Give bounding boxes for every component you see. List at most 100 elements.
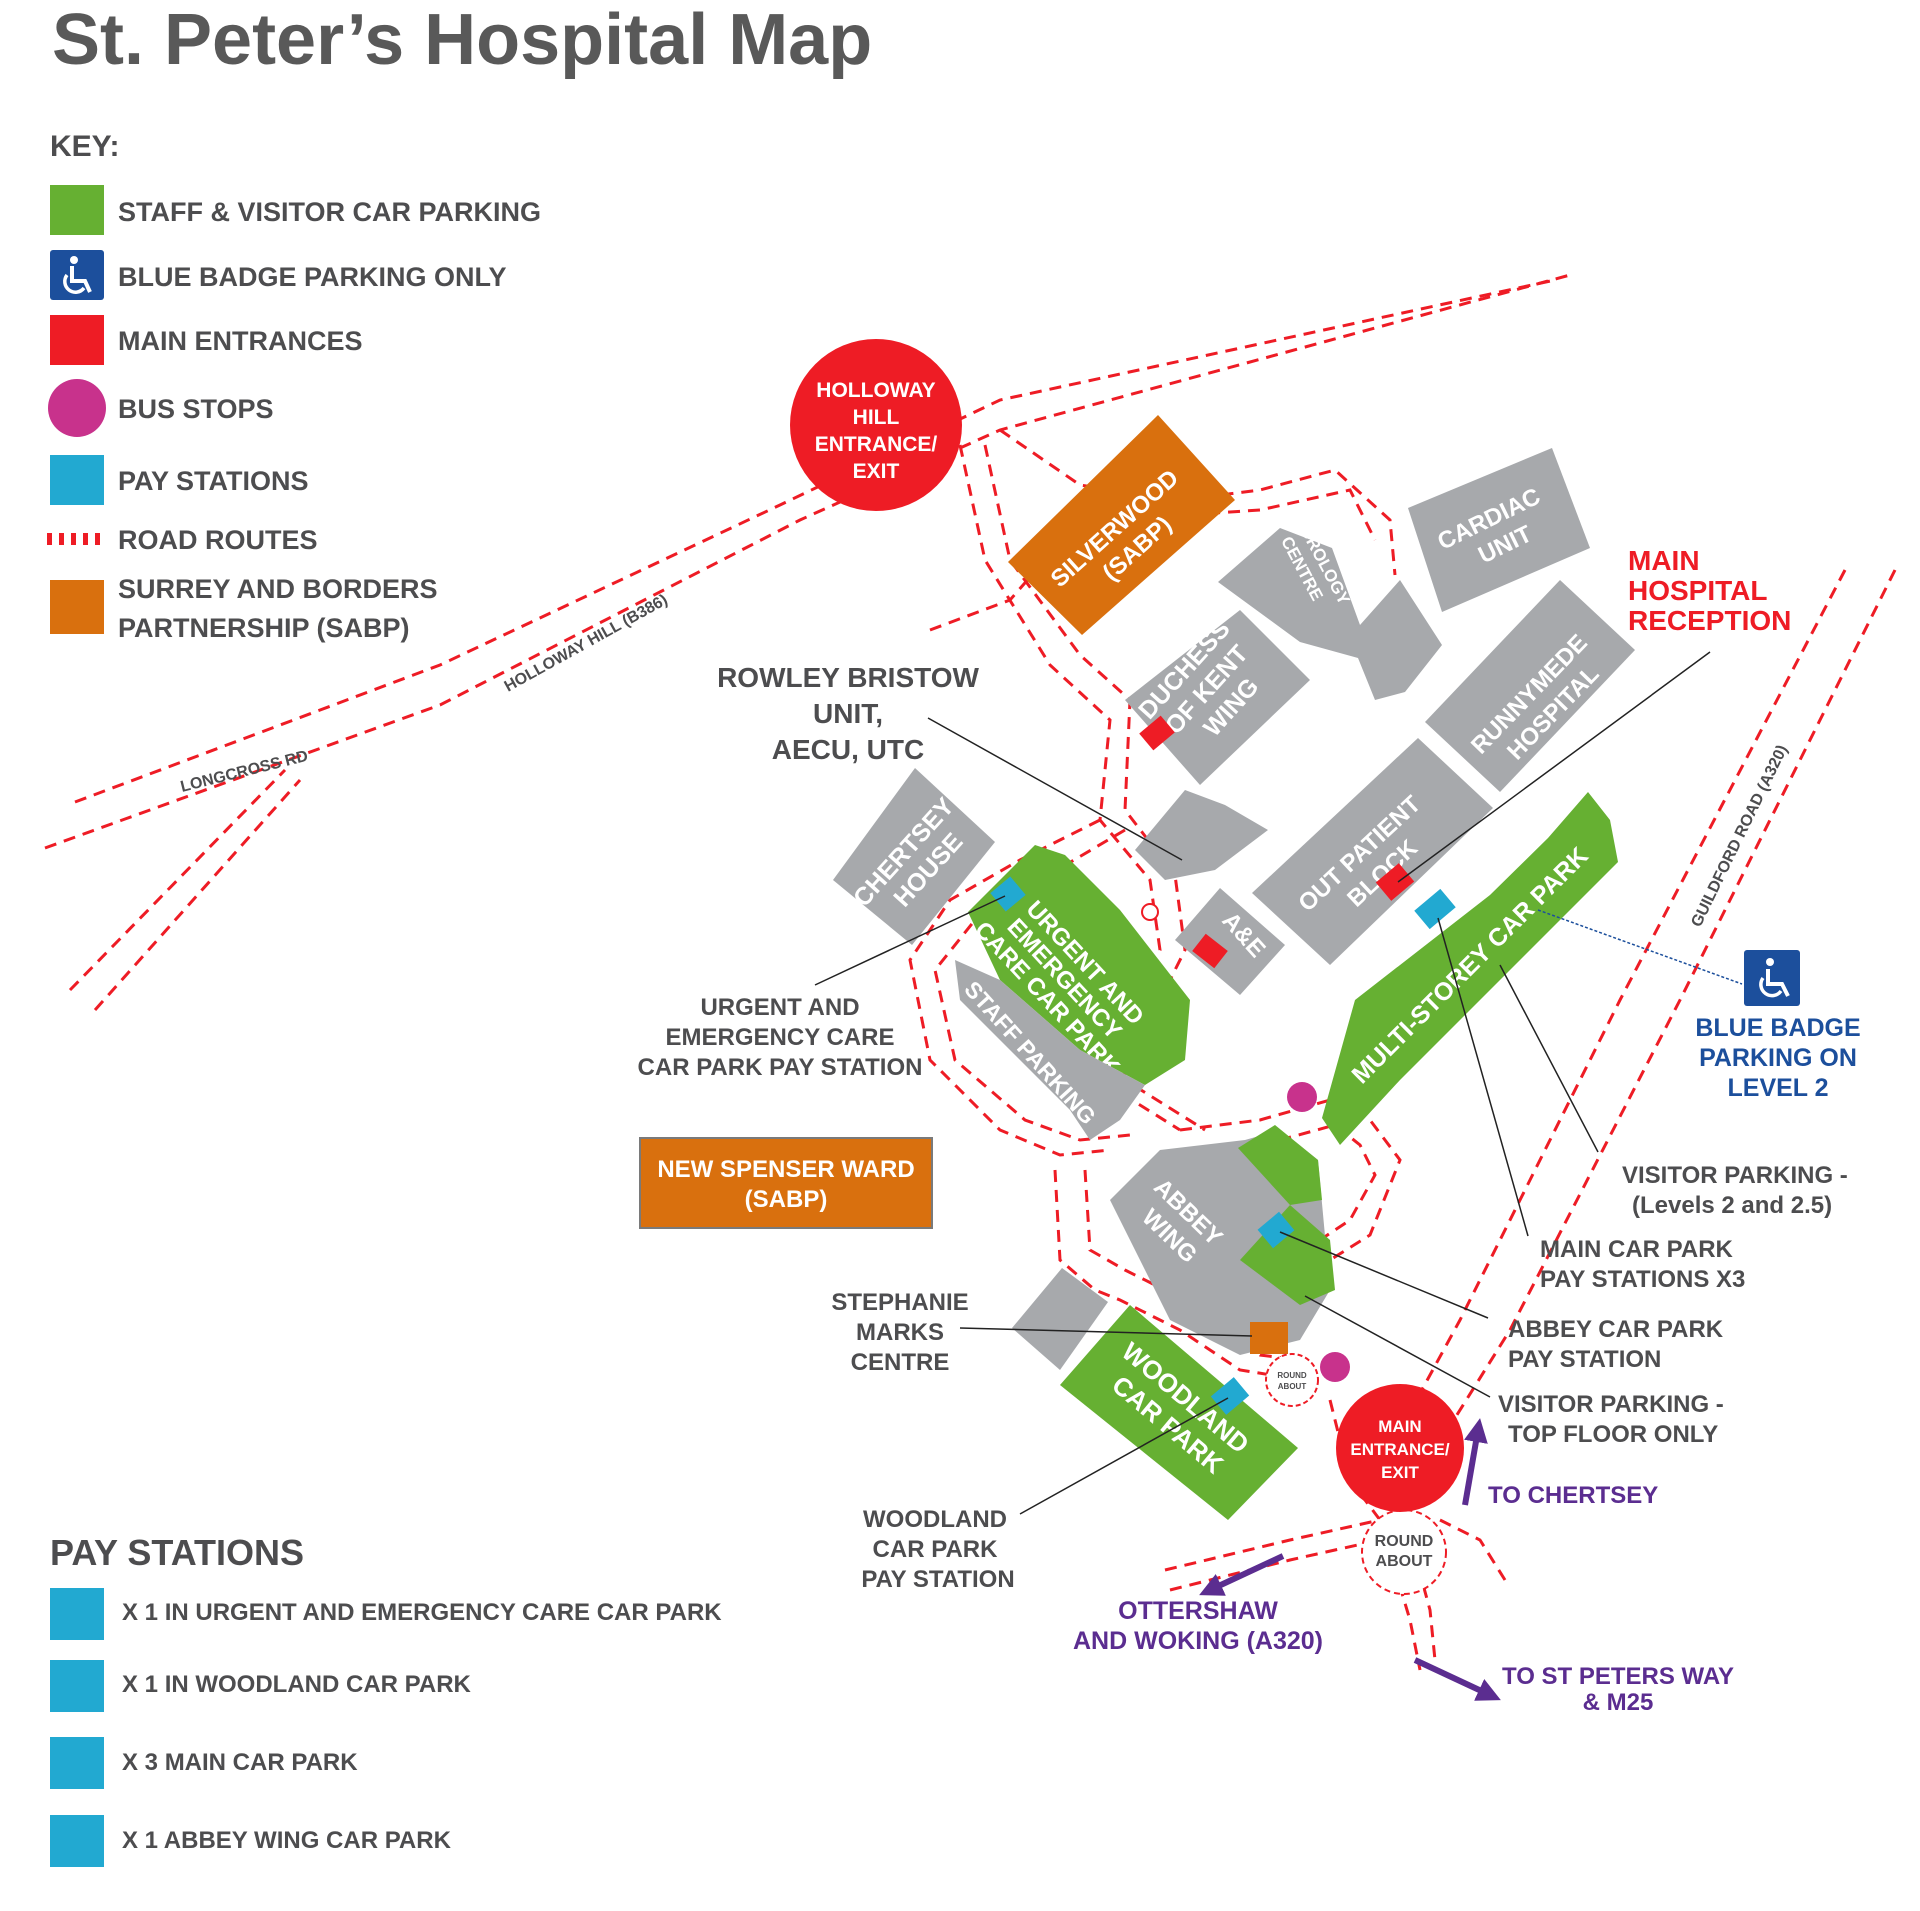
roundabout-large: ROUND ABOUT — [1361, 1509, 1447, 1595]
callout-visitor-levels: VISITOR PARKING - (Levels 2 and 2.5) — [1622, 1162, 1848, 1219]
svg-text:ENTRANCE/: ENTRANCE/ — [815, 433, 938, 456]
svg-text:VISITOR PARKING -: VISITOR PARKING - — [1622, 1162, 1848, 1189]
building-chertsey-house: CHERTSEY HOUSE — [833, 768, 995, 945]
svg-text:URGENT AND: URGENT AND — [700, 994, 859, 1021]
svg-text:(Levels 2 and 2.5): (Levels 2 and 2.5) — [1632, 1192, 1832, 1219]
svg-text:TOP FLOOR ONLY: TOP FLOOR ONLY — [1508, 1421, 1718, 1448]
svg-text:MAIN CAR PARK: MAIN CAR PARK — [1540, 1236, 1734, 1263]
entrance-duchess-of-kent — [1139, 715, 1175, 751]
entrance-a-and-e — [1192, 933, 1228, 969]
pay-station-urgent — [990, 876, 1026, 912]
pay-station-square-icon — [50, 1815, 104, 1867]
svg-text:ENTRANCE/: ENTRANCE/ — [1350, 1440, 1449, 1459]
building-stephanie-marks-centre — [1012, 1268, 1108, 1370]
green-square-icon — [50, 185, 104, 235]
svg-text:RECEPTION: RECEPTION — [1628, 605, 1791, 636]
svg-text:PAY STATIONS X3: PAY STATIONS X3 — [1540, 1266, 1745, 1293]
callout-stephanie-marks: STEPHANIE MARKS CENTRE — [831, 1289, 968, 1376]
entrance-main-reception — [1375, 863, 1415, 901]
building-cardiac-unit: CARDIAC UNIT — [1408, 448, 1590, 612]
pay-stations-heading: PAY STATIONS — [50, 1532, 304, 1573]
svg-text:AECU, UTC: AECU, UTC — [772, 734, 924, 765]
svg-text:ROWLEY BRISTOW: ROWLEY BRISTOW — [717, 662, 979, 693]
main-entrance-exit: MAIN ENTRANCE/ EXIT — [1336, 1384, 1464, 1512]
svg-text:AND WOKING (A320): AND WOKING (A320) — [1073, 1627, 1323, 1655]
pay-stations-item: X 1 IN WOODLAND CAR PARK — [122, 1671, 472, 1698]
direction-to-chertsey: TO CHERTSEY — [1488, 1482, 1658, 1509]
car-park-urgent-and-emergency: URGENT AND EMERGENCY CARE CAR PARK — [968, 845, 1190, 1085]
callout-main-hospital-reception: MAIN HOSPITAL RECEPTION — [1628, 545, 1791, 636]
direction-arrows — [1199, 1418, 1501, 1701]
stephanie-marks-marker — [1250, 1322, 1288, 1354]
svg-text:STEPHANIE: STEPHANIE — [831, 1289, 968, 1316]
callout-urgent-pay-station: URGENT AND EMERGENCY CARE CAR PARK PAY S… — [638, 994, 923, 1081]
svg-text:PAY STATION: PAY STATION — [1508, 1346, 1661, 1373]
legend-label-sabp-line1: SURREY AND BORDERS — [118, 574, 438, 604]
direction-ottershaw: OTTERSHAW AND WOKING (A320) — [1073, 1597, 1323, 1655]
svg-text:TO ST PETERS WAY: TO ST PETERS WAY — [1502, 1663, 1734, 1690]
svg-text:CAR PARK: CAR PARK — [873, 1536, 999, 1563]
car-park-abbey-wing — [1238, 1125, 1335, 1305]
building-new-spenser-ward: NEW SPENSER WARD (SABP) — [639, 1137, 933, 1229]
leader-lines — [814, 651, 1743, 1515]
pay-stations-list: PAY STATIONS X 1 IN URGENT AND EMERGENCY… — [50, 1532, 722, 1867]
direction-st-peters-way: TO ST PETERS WAY & M25 — [1502, 1663, 1734, 1716]
legend-label-blue-badge: BLUE BADGE PARKING ONLY — [118, 262, 507, 292]
svg-text:ABBEY CAR PARK: ABBEY CAR PARK — [1508, 1316, 1724, 1343]
orange-square-icon — [50, 580, 104, 634]
bus-stop-multistorey — [1287, 1082, 1317, 1112]
svg-text:HOSPITAL: HOSPITAL — [1628, 575, 1767, 606]
legend-label-road-routes: ROAD ROUTES — [118, 525, 318, 555]
mini-roundabout — [1141, 903, 1159, 921]
svg-text:EXIT: EXIT — [853, 460, 900, 483]
bus-stop-circle-icon — [48, 379, 106, 437]
svg-text:UNIT,: UNIT, — [813, 698, 883, 729]
legend-label-car-parking: STAFF & VISITOR CAR PARKING — [118, 197, 541, 227]
svg-text:ABOUT: ABOUT — [1278, 1382, 1307, 1391]
svg-text:ROUND: ROUND — [1277, 1371, 1307, 1380]
svg-text:BLUE BADGE: BLUE BADGE — [1695, 1014, 1860, 1042]
svg-text:MAIN: MAIN — [1628, 545, 1700, 576]
svg-text:CAR PARK PAY STATION: CAR PARK PAY STATION — [638, 1054, 923, 1081]
svg-text:EMERGENCY CARE: EMERGENCY CARE — [666, 1024, 895, 1051]
pay-station-square-icon — [50, 1737, 104, 1789]
svg-text:ROUND: ROUND — [1375, 1533, 1434, 1550]
legend-label-bus-stops: BUS STOPS — [118, 394, 274, 424]
svg-text:ABOUT: ABOUT — [1376, 1553, 1433, 1570]
building-duchess-of-kent-wing: DUCHESS OF KENT WING — [1125, 610, 1310, 785]
pay-station-square-icon — [50, 1588, 104, 1640]
svg-text:WOODLAND: WOODLAND — [863, 1506, 1007, 1533]
legend-label-pay-stations: PAY STATIONS — [118, 466, 309, 496]
pay-station-abbey — [1257, 1211, 1295, 1249]
holloway-hill-road-label: HOLLOWAY HILL (B386) — [502, 592, 671, 696]
callout-woodland-pay: WOODLAND CAR PARK PAY STATION — [861, 1506, 1014, 1593]
page-title: St. Peter’s Hospital Map — [52, 0, 872, 80]
legend-label-sabp-line2: PARTNERSHIP (SABP) — [118, 613, 410, 643]
svg-text:VISITOR PARKING -: VISITOR PARKING - — [1498, 1391, 1724, 1418]
svg-text:HILL: HILL — [853, 406, 900, 429]
svg-text:CENTRE: CENTRE — [851, 1349, 950, 1376]
svg-text:& M25: & M25 — [1583, 1689, 1654, 1716]
callout-blue-badge-level-2: BLUE BADGE PARKING ON LEVEL 2 — [1695, 1014, 1860, 1102]
svg-text:PAY STATION: PAY STATION — [861, 1566, 1014, 1593]
pay-stations-item: X 3 MAIN CAR PARK — [122, 1749, 358, 1776]
callout-rowley-bristow: ROWLEY BRISTOW UNIT, AECU, UTC — [717, 662, 979, 765]
svg-text:EXIT: EXIT — [1381, 1463, 1419, 1482]
svg-text:MAIN: MAIN — [1378, 1417, 1421, 1436]
longcross-road-label: LONGCROSS RD — [179, 748, 310, 796]
svg-text:PARKING ON: PARKING ON — [1699, 1044, 1857, 1072]
svg-text:HOLLOWAY: HOLLOWAY — [816, 379, 935, 402]
pay-station-woodland — [1210, 1377, 1250, 1415]
pay-station-square-icon — [50, 1660, 104, 1712]
holloway-hill-entrance: HOLLOWAY HILL ENTRANCE/ EXIT — [790, 339, 962, 511]
pay-station-square-icon — [50, 455, 104, 505]
building-rowley-bristow-unit — [1135, 790, 1268, 880]
pay-stations-item: X 1 IN URGENT AND EMERGENCY CARE CAR PAR… — [122, 1599, 722, 1626]
svg-text:LEVEL 2: LEVEL 2 — [1728, 1074, 1829, 1102]
svg-text:NEW SPENSER WARD: NEW SPENSER WARD — [657, 1156, 914, 1183]
legend-label-main-entrances: MAIN ENTRANCES — [118, 326, 363, 356]
svg-text:OTTERSHAW: OTTERSHAW — [1118, 1597, 1278, 1625]
wheelchair-icon — [1744, 950, 1800, 1006]
svg-text:MARKS: MARKS — [856, 1319, 944, 1346]
legend-heading: KEY: — [50, 130, 119, 163]
